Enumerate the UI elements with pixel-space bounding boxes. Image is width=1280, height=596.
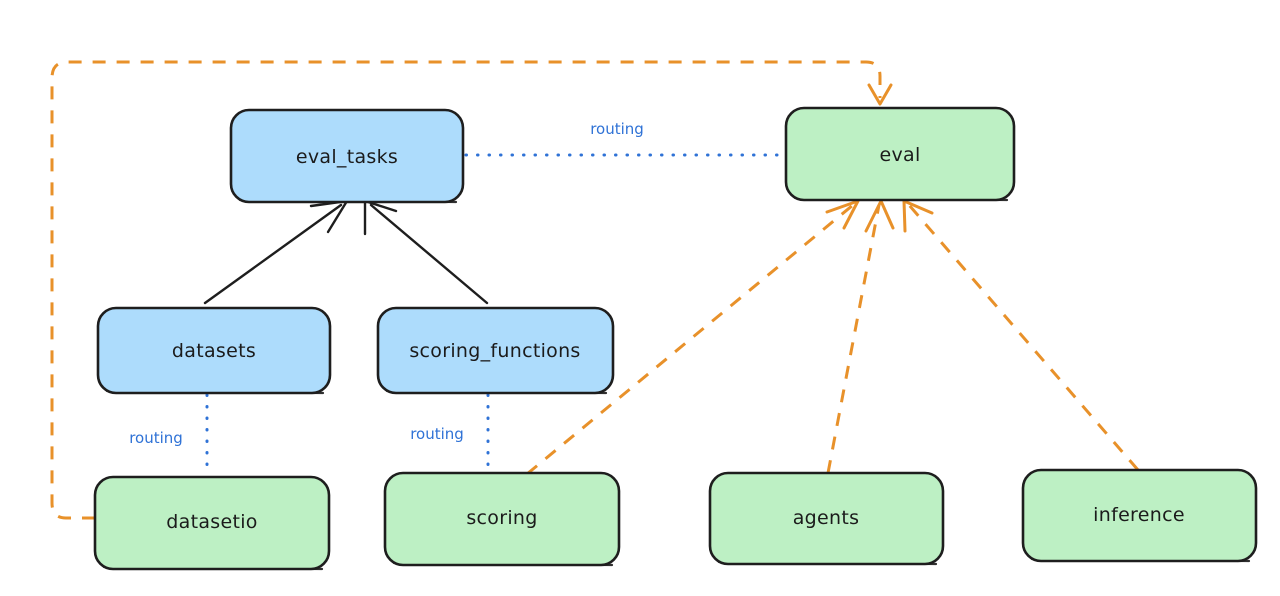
edge-inference-to-eval[interactable] <box>902 199 1140 471</box>
node-datasets[interactable]: datasets <box>96 306 332 395</box>
node-datasets-label: datasets <box>172 340 256 362</box>
node-scoring-label: scoring <box>466 507 537 529</box>
node-datasets-box[interactable] <box>96 306 332 395</box>
node-inference[interactable]: inference <box>1021 468 1258 563</box>
edge-label-layer: routing routing routing <box>129 120 644 447</box>
node-scoring-functions-label: scoring_functions <box>409 340 580 362</box>
edge-agents-to-eval[interactable] <box>826 199 895 474</box>
node-eval-tasks[interactable]: eval_tasks <box>229 108 465 204</box>
node-agents-box[interactable] <box>708 471 945 566</box>
node-inference-label: inference <box>1093 504 1185 526</box>
node-scoring-box[interactable] <box>383 471 621 567</box>
node-agents[interactable]: agents <box>708 471 945 566</box>
edge-datasets-to-eval-tasks[interactable] <box>203 199 349 305</box>
node-datasetio-box[interactable] <box>93 475 331 571</box>
node-eval-label: eval <box>879 144 920 166</box>
node-eval[interactable]: eval <box>784 106 1016 202</box>
node-scoring-functions[interactable]: scoring_functions <box>376 306 615 395</box>
node-eval-box[interactable] <box>784 106 1016 202</box>
node-eval-tasks-label: eval_tasks <box>296 146 398 168</box>
edge-scoring-functions-to-eval-tasks[interactable] <box>363 199 489 305</box>
node-eval-tasks-box[interactable] <box>229 108 465 204</box>
node-inference-box[interactable] <box>1021 468 1258 563</box>
node-datasetio-label: datasetio <box>166 511 257 533</box>
edge-datasetio-to-eval[interactable] <box>50 60 893 520</box>
edge-label-routing-eval: routing <box>590 120 644 138</box>
edge-label-routing-scoring: routing <box>410 425 464 443</box>
node-agents-label: agents <box>793 507 860 529</box>
node-layer: eval_tasks eval datasets scoring_functio… <box>93 106 1258 571</box>
node-scoring-functions-box[interactable] <box>376 306 615 395</box>
edge-label-routing-datasetio: routing <box>129 429 183 447</box>
node-scoring[interactable]: scoring <box>383 471 621 567</box>
node-datasetio[interactable]: datasetio <box>93 475 331 571</box>
